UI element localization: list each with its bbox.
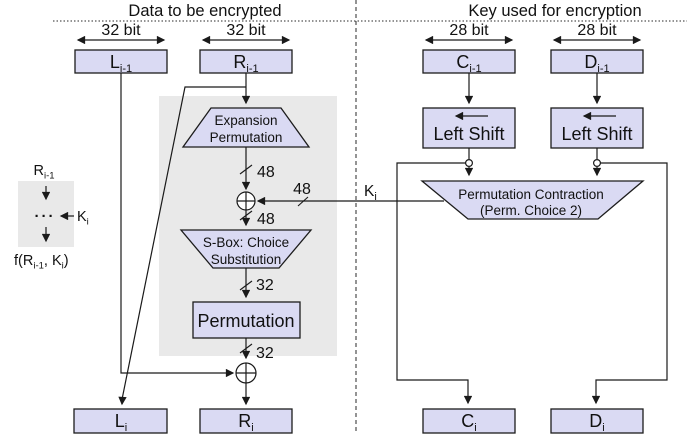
permutation-label: Permutation [197,311,294,331]
left-shift-d-label: Left Shift [561,124,632,144]
bus-tick-48-sbox [239,210,253,221]
register-l-prev-box [74,49,168,74]
xor-key-mix-icon [236,191,256,211]
bus-tick-32-sbox-out [239,280,253,291]
register-c-prev-label: Ci-1 [456,52,481,75]
bus-tick-32-perm-out [239,343,253,354]
register-d-next-box [550,408,644,434]
bus-label-48-expansion: 48 [257,164,275,181]
sbox-block [179,229,313,269]
bus-tick-48-expansion [239,164,253,175]
bus-label-48-sbox: 48 [257,211,275,228]
register-r-prev-label: Ri-1 [233,52,258,75]
bitwidth-label-r: 32 bit [226,22,266,39]
expansion-label-line2: Permutation [210,130,283,145]
bus-label-32-sbox-out: 32 [256,277,274,294]
branch-dot-c [465,159,474,168]
bus-label-48-key: 48 [293,181,311,198]
wire-l-to-xor [120,73,235,378]
legend-f-label: f(Ri-1, Ki) [14,253,69,272]
right-section-title: Key used for encryption [468,2,641,20]
bitwidth-label-d: 28 bit [577,22,617,39]
register-l-next-box [73,408,168,434]
register-c-next-box [422,408,516,434]
register-r-next-label: Ri [238,411,253,434]
register-l-next-label: Li [115,411,127,434]
bitwidth-label-l: 32 bit [101,22,141,39]
register-l-prev-label: Li-1 [110,52,132,75]
bus-tick-48-key [297,196,309,207]
perm-choice-2-block [420,180,645,220]
perm-choice-2-label-line1: Permutation Contraction [458,187,604,202]
perm-choice-2-label-line2: (Perm. Choice 2) [480,203,582,218]
left-section-title: Data to be encrypted [128,2,281,20]
left-shift-c-block [422,107,516,149]
register-c-next-label: Ci [461,411,476,434]
bitwidth-label-c: 28 bit [449,22,489,39]
bus-label-32-perm-out: 32 [256,345,274,362]
branch-dot-d [592,159,601,168]
register-r-prev-box [199,49,293,74]
register-d-next-label: Di [589,411,604,434]
sbox-label-line1: S-Box: Choice [203,235,289,250]
register-d-prev-label: Di-1 [584,52,609,75]
xor-feistel-icon [235,362,257,384]
expansion-permutation-block [181,107,311,148]
register-c-prev-box [422,49,516,74]
sbox-label-line2: Substitution [211,252,282,267]
wire-r-to-l-next [118,86,246,406]
key-wire-label: Ki [364,183,377,203]
legend-input-label: Ri-1 [33,163,54,182]
wire-loop-d-next [591,162,668,405]
legend-dots: ··· [35,208,56,225]
register-d-prev-box [550,49,644,74]
left-shift-c-label: Left Shift [433,124,504,144]
register-r-next-box [199,408,293,434]
wire-loop-c-next [396,162,473,405]
expansion-label-line1: Expansion [214,113,277,128]
legend-key-label: Ki [77,209,89,228]
